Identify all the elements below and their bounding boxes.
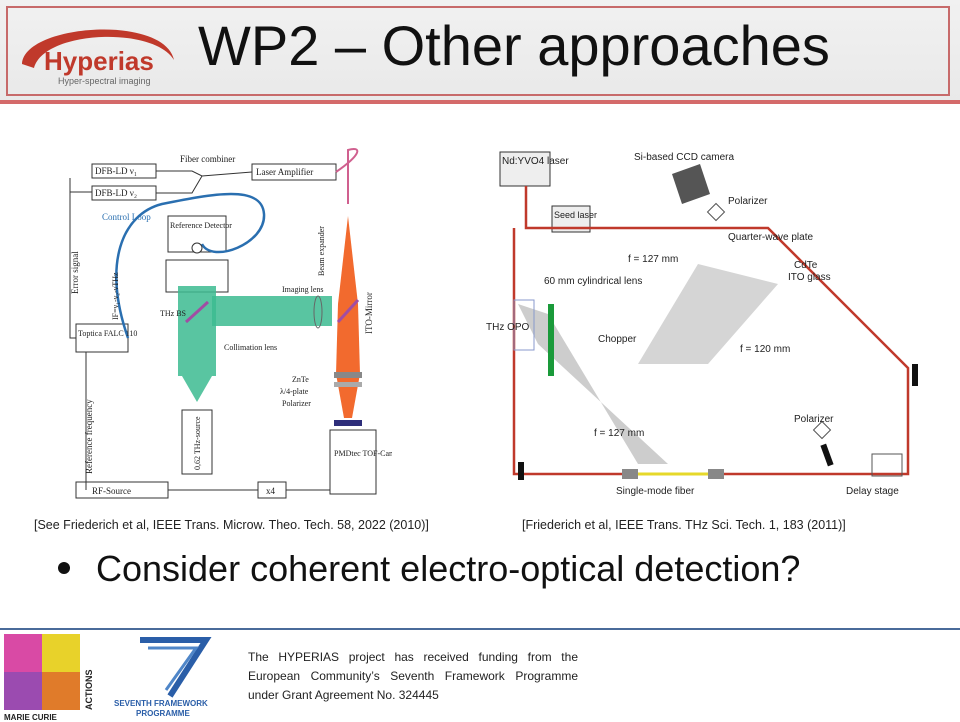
cyl-lens <box>548 304 554 376</box>
label-x4: x4 <box>266 486 276 496</box>
label-thz-opo: THz OPO <box>486 322 530 333</box>
label-f127-top: f = 127 mm <box>628 254 678 265</box>
label-delay: Delay stage <box>846 486 899 497</box>
label-polarizer-bottom: Polarizer <box>794 414 834 425</box>
label-pmd: PMDtec TOF-Cam <box>334 449 392 458</box>
label-if: IF=ν₁-ν₂-νTHz <box>111 272 120 320</box>
label-f127-bottom: f = 127 mm <box>594 428 644 439</box>
fp7-line2: PROGRAMME <box>136 709 190 718</box>
fp7-line1: SEVENTH FRAMEWORK <box>114 699 208 708</box>
label-laser-amp: Laser Amplifier <box>256 167 313 177</box>
label-toptica: Toptica FALC 110 <box>78 329 137 338</box>
label-znte: ZnTe <box>292 375 309 384</box>
label-polarizer-top: Polarizer <box>728 196 768 207</box>
label-ref-freq: Reference frequency <box>84 399 94 474</box>
label-ito-mirror: ITO-Mirror <box>364 292 374 334</box>
label-smf: Single-mode fiber <box>616 486 695 497</box>
bullet-text: Consider coherent electro-optical detect… <box>96 548 801 589</box>
label-chopper: Chopper <box>598 334 637 345</box>
label-imaging-lens: Imaging lens <box>282 285 324 294</box>
label-beam-expander: Beam expander <box>317 226 326 276</box>
footer: MARIE CURIE ACTIONS SEVENTH FRAMEWORK PR… <box>0 628 960 722</box>
label-thz-source: 0,62 THz-source <box>193 416 202 470</box>
label-rf-source: RF-Source <box>92 486 131 496</box>
caption-left: [See Friederich et al, IEEE Trans. Micro… <box>34 518 429 532</box>
thz-source-box <box>181 409 213 475</box>
label-collimation-lens: Collimation lens <box>224 343 277 352</box>
label-fiber-combiner: Fiber combiner <box>180 154 235 164</box>
bullet-dot <box>58 562 70 575</box>
ito-beam <box>336 216 360 418</box>
label-ref-detector: Reference Detector <box>170 221 232 230</box>
label-polarizer: Polarizer <box>282 399 311 408</box>
page-title: WP2 – Other approaches <box>198 14 830 77</box>
pmd-box <box>329 429 377 495</box>
setup-diagram-left: DFB-LD ν₁ DFB-LD ν₂ Fiber combiner Laser… <box>69 148 392 499</box>
label-lambda4: λ/4-plate <box>280 387 309 396</box>
actions-text: ACTIONS <box>84 670 94 711</box>
label-qwp: Quarter-wave plate <box>728 232 813 243</box>
label-ccd: Si-based CCD camera <box>634 152 734 163</box>
header-frame <box>6 6 950 96</box>
label-thz-bs: THz BS <box>160 309 186 318</box>
bullet-item: Consider coherent electro-optical detect… <box>58 548 800 590</box>
thz-beam-vertical <box>178 286 216 376</box>
label-f120: f = 120 mm <box>740 344 790 355</box>
funding-statement: The HYPERIAS project has received fundin… <box>248 650 578 702</box>
label-control-loop: Control Loop <box>102 212 151 222</box>
fp7-logo: SEVENTH FRAMEWORK PROGRAMME <box>114 637 212 718</box>
label-seed: Seed laser <box>554 210 597 220</box>
label-error-signal: Error signal <box>70 251 80 294</box>
label-cdte: CdTe <box>794 260 818 271</box>
hyperias-logo: Hyperias Hyper-spectral imaging <box>22 29 174 86</box>
label-cyl-lens: 60 mm cylindrical lens <box>544 276 642 287</box>
marie-curie-text: MARIE CURIE <box>4 713 58 722</box>
toptica-box <box>75 323 129 353</box>
logo-text: Hyperias <box>44 46 154 76</box>
label-dfb2: DFB-LD ν₂ <box>95 188 137 198</box>
label-ito: ITO glass <box>788 272 831 283</box>
slide-header: Hyperias Hyper-spectral imaging WP2 – Ot… <box>0 0 960 104</box>
laser-path <box>512 186 910 476</box>
control-loop-path <box>115 192 266 339</box>
marie-curie-logo: MARIE CURIE ACTIONS <box>4 634 94 722</box>
logo-tagline: Hyper-spectral imaging <box>58 76 151 86</box>
thz-opo <box>513 299 535 351</box>
thz-beam-horizontal <box>212 296 332 326</box>
label-ndyvo4: Nd:YVO4 laser <box>502 156 569 167</box>
ccd-camera <box>672 164 710 204</box>
ndyvo4-box <box>499 151 551 187</box>
setup-diagram-right: Nd:YVO4 laser Si-based CCD camera Polari… <box>486 151 918 497</box>
label-dfb1: DFB-LD ν₁ <box>95 166 137 176</box>
caption-right: [Friederich et al, IEEE Trans. THz Sci. … <box>522 518 846 532</box>
